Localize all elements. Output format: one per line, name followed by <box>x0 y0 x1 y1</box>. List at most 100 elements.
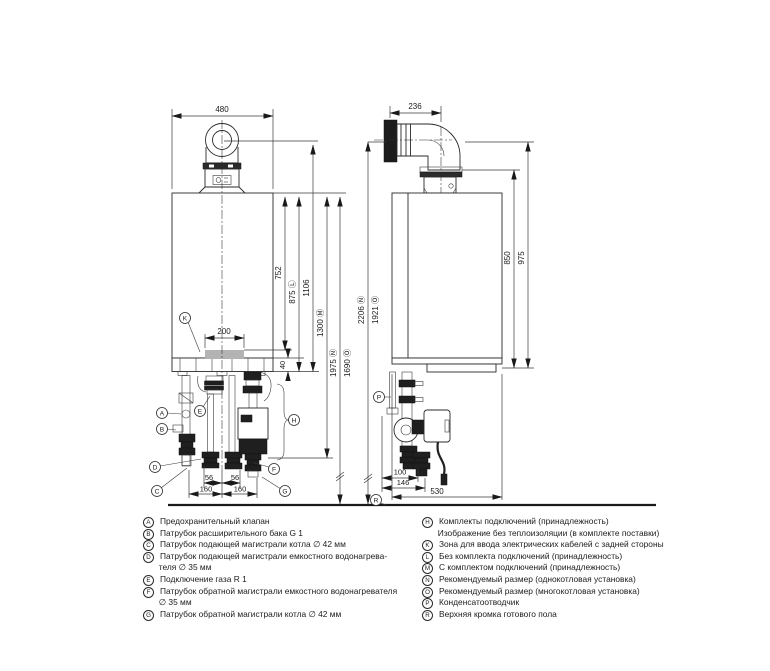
legend-item-p: P Конденсатоотводчик <box>422 597 700 610</box>
callout-f: F <box>272 466 276 473</box>
legend-circle-o: O <box>422 586 433 598</box>
callout-e: E <box>198 408 203 415</box>
callout-g: G <box>282 488 287 495</box>
legend-circle-g: G <box>143 609 154 621</box>
legend-item-g: G Патрубок обратной магистрали котла ∅ 42… <box>143 609 415 621</box>
condensate-pipe <box>389 371 396 409</box>
legend-circle-k: K <box>422 540 433 552</box>
legend-item-m: M С комплектом подключений (принадлежност… <box>422 562 700 575</box>
dim-40: 40 <box>278 361 287 369</box>
legend-circle-e: E <box>143 574 154 586</box>
pump-motor <box>423 409 451 443</box>
legend-circle-c: C <box>143 540 154 552</box>
dim-530: 530 <box>430 487 444 496</box>
legend-item-h-cont: Изображение без теплоизоляции (в комплек… <box>422 528 700 540</box>
cable-entry-zone <box>205 350 244 359</box>
legend-item-b: B Патрубок расширительного бака G 1 <box>143 528 415 540</box>
legend-item-d: D Патрубок подающей магистрали емкостного… <box>143 551 415 563</box>
connection-band <box>171 357 274 372</box>
legend-text: Патрубок подающей магистрали котла ∅ 42 … <box>160 539 346 550</box>
callout-r: R <box>374 497 379 504</box>
legend-item-a: A Предохранительный клапан <box>143 516 415 528</box>
dim-146: 146 <box>397 478 410 487</box>
dim-1975: 1975 Ⓝ <box>329 349 338 377</box>
legend-circle-h: H <box>422 517 433 528</box>
front-view <box>171 120 274 470</box>
legend-circle-a: A <box>143 517 154 528</box>
legend-text: Зона для ввода электрических кабелей с з… <box>439 539 664 550</box>
legend-text: Верхняя кромка готового пола <box>439 608 557 619</box>
dim-850: 850 <box>503 251 512 265</box>
dim-1921: 1921 Ⓞ <box>371 296 380 324</box>
boiler-body-side <box>391 192 503 359</box>
legend-text: теля ∅ 35 мм <box>158 562 212 573</box>
legend-item-o: O Рекомендуемый размер (многокотловая уст… <box>422 586 700 598</box>
callout-d: D <box>153 464 158 471</box>
legend-item-l: L Без комплекта подключений (принадлежнос… <box>422 551 700 563</box>
dim-160-left: 160 <box>200 485 213 494</box>
legend-item-f-cont: ∅ 35 мм <box>143 597 415 609</box>
flue-elbow <box>396 123 461 171</box>
callout-c: C <box>155 488 160 495</box>
legend-circle-r: R <box>422 609 433 621</box>
dim-cable-zone: 200 <box>217 327 231 336</box>
dim-1690: 1690 Ⓞ <box>343 349 352 377</box>
legend-text: С комплектом подключений (принадлежность… <box>439 562 621 573</box>
dim-236: 236 <box>408 102 422 111</box>
legend-text: Предохранительный клапан <box>160 516 270 526</box>
callout-a: A <box>160 410 165 417</box>
legend-circle-b: B <box>143 528 154 540</box>
dim-975: 975 <box>517 251 526 265</box>
legend-text: Комплекты подключений (принадлежность) <box>439 516 609 526</box>
kit-box <box>237 407 269 440</box>
dim-front-width: 480 <box>215 105 229 114</box>
dim-1300: 1300 Ⓜ <box>316 309 325 337</box>
kit-bracket <box>276 383 289 461</box>
legend-text: Патрубок обратной магистрали емкостного … <box>160 585 398 596</box>
callouts: A B C D E F G H K P R <box>149 312 391 506</box>
dimensions: 480 200 752 875 Ⓛ 1106 1300 Ⓜ 1975 Ⓝ 169… <box>171 102 534 505</box>
legend-text: Подключение газа R 1 <box>160 573 247 584</box>
dim-1106: 1106 <box>302 279 311 297</box>
legend-circle-p: P <box>422 598 433 610</box>
legend-text: Рекомендуемый размер (многокотловая уста… <box>439 585 640 596</box>
dim-56-left: 56 <box>205 473 213 482</box>
callout-p: P <box>377 394 382 401</box>
dim-2206: 2206 Ⓝ <box>357 296 366 324</box>
legend-circle-d: D <box>143 551 154 563</box>
bottom-box <box>426 363 497 373</box>
legend-circle-l: L <box>422 551 433 563</box>
safety-valve <box>178 392 194 404</box>
callout-h: H <box>292 417 297 424</box>
dim-160-right: 160 <box>234 485 247 494</box>
legend-text: Конденсатоотводчик <box>439 597 520 608</box>
legend-text: Изображение без теплоизоляции (в комплек… <box>437 527 660 538</box>
callout-k: K <box>183 315 188 322</box>
legend-circle-m: M <box>422 563 433 575</box>
pump-cable <box>436 441 446 475</box>
dim-100: 100 <box>394 468 407 477</box>
legend-item-e: E Подключение газа R 1 <box>143 574 415 586</box>
legend-item-k: K Зона для ввода электрических кабелей с … <box>422 539 700 552</box>
expansion-tank-stub <box>172 424 184 433</box>
side-view <box>374 119 503 486</box>
dim-875: 875 Ⓛ <box>288 280 297 304</box>
callout-b: B <box>160 426 165 433</box>
legend-text: Патрубок расширительного бака G 1 <box>160 527 303 538</box>
legend-text: Рекомендуемый размер (однокотловая устан… <box>439 573 636 584</box>
dim-56-right: 56 <box>231 473 239 482</box>
legend-item-h: H Комплекты подключений (принадлежность) <box>422 516 700 528</box>
legend-text: Без комплекта подключений (принадлежност… <box>439 550 623 561</box>
legend-item-r: R Верхняя кромка готового пола <box>422 609 700 621</box>
legend-text: ∅ 35 мм <box>158 597 192 608</box>
dim-752: 752 <box>274 266 283 280</box>
legend-item-d-cont: теля ∅ 35 мм <box>143 562 415 574</box>
flue-end-cap <box>383 119 398 163</box>
legend-text: Патрубок обратной магистрали котла ∅ 42 … <box>160 608 342 619</box>
legend-text: Патрубок подающей магистрали емкостного … <box>160 550 388 561</box>
